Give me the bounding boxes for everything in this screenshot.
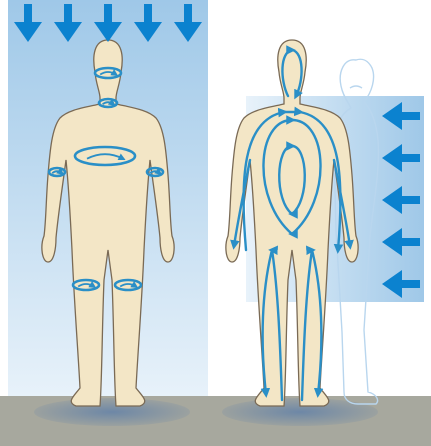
figure-left-shadow xyxy=(34,398,190,426)
